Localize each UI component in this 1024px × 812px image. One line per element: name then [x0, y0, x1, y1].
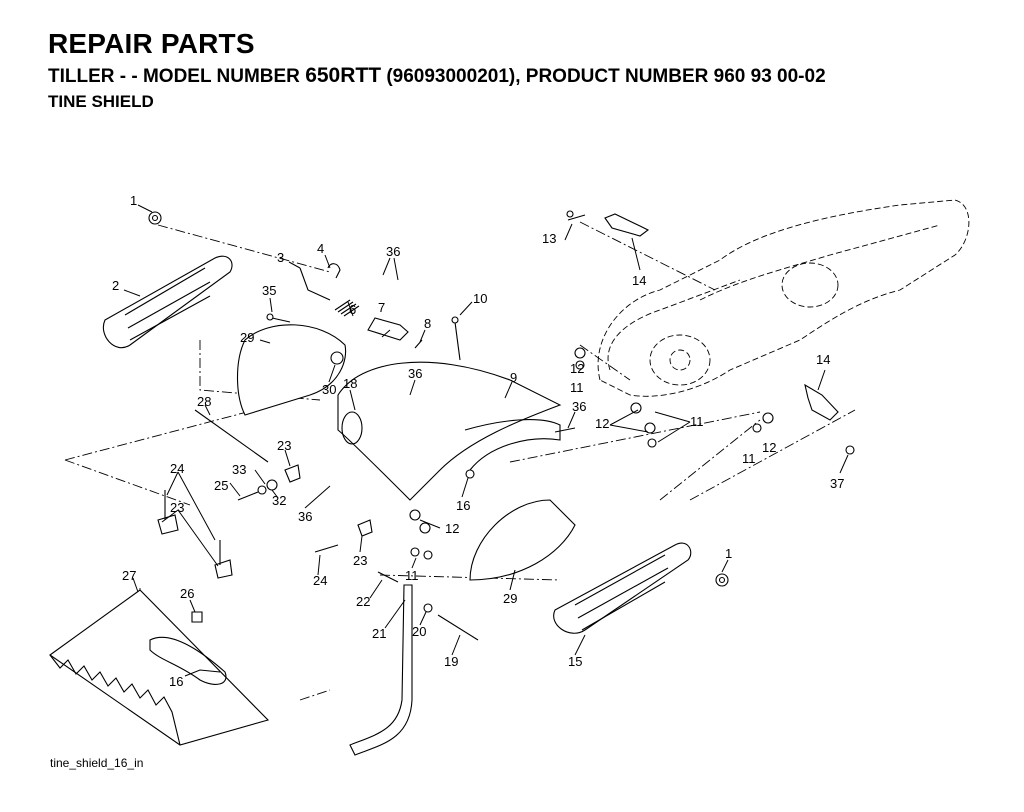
part-9-tine-shield — [337, 361, 562, 501]
part-36-bolt-right — [554, 427, 576, 433]
callout-11c: 11 — [742, 451, 756, 466]
part-21-depth-bar — [349, 584, 413, 756]
callout-19: 19 — [444, 654, 458, 669]
callout-leaders — [123, 204, 849, 677]
callout-12b: 12 — [595, 416, 609, 431]
callout-35: 35 — [262, 283, 276, 298]
callout-12c: 12 — [762, 440, 776, 455]
callout-26: 26 — [180, 586, 194, 601]
callout-24a: 24 — [170, 461, 184, 476]
callout-32: 32 — [272, 493, 286, 508]
callout-36d: 36 — [298, 509, 312, 524]
part-8-bolt — [414, 339, 423, 349]
part-7-bracket — [367, 317, 409, 341]
callout-4: 4 — [317, 241, 324, 256]
callout-30: 30 — [322, 382, 336, 397]
callout-labels: 1 2 3 4 36 6 7 8 10 35 29 30 18 36 9 36 … — [112, 193, 844, 689]
callout-23c: 23 — [353, 553, 367, 568]
part-15-footrest-right — [553, 542, 692, 634]
subtitle-prefix: TILLER - - MODEL NUMBER — [48, 66, 306, 87]
callout-9: 9 — [510, 370, 517, 385]
callout-27: 27 — [122, 568, 136, 583]
part-26-label — [191, 611, 203, 623]
part-27-tine-flap — [49, 589, 270, 746]
subtitle-suffix: (96093000201), PRODUCT NUMBER 960 93 00-… — [381, 66, 826, 87]
part-2-footrest-left — [102, 255, 233, 348]
part-1-nut-right — [715, 573, 729, 587]
callout-10: 10 — [473, 291, 487, 306]
callout-12d: 12 — [445, 521, 459, 536]
part-4-clip — [327, 263, 341, 279]
callout-1b: 1 — [725, 546, 732, 561]
page-title: REPAIR PARTS — [48, 28, 255, 59]
callout-24b: 24 — [313, 573, 327, 588]
tiller-body-phantom — [597, 199, 970, 397]
callout-21: 21 — [372, 626, 386, 641]
callout-36c: 36 — [572, 399, 586, 414]
diagram-filename: tine_shield_16_in — [50, 756, 144, 770]
callout-7: 7 — [378, 300, 385, 315]
callout-11d: 11 — [405, 568, 419, 583]
callout-29b: 29 — [503, 591, 517, 606]
callout-28: 28 — [197, 394, 211, 409]
callout-14b: 14 — [632, 273, 646, 288]
part-16-nut — [465, 469, 475, 479]
part-20-nut — [423, 603, 433, 613]
part-13-bolt — [566, 210, 586, 221]
callout-3: 3 — [277, 250, 284, 265]
part-14-bracket-right — [804, 383, 839, 421]
callout-2: 2 — [112, 278, 119, 293]
callout-1a: 1 — [130, 193, 137, 208]
callout-25: 25 — [214, 478, 228, 493]
part-37-nut — [845, 445, 855, 455]
part-6-spring — [334, 299, 360, 317]
part-12-11-washers — [409, 347, 774, 560]
callout-16b: 16 — [169, 674, 183, 689]
part-29-side-plate-right — [469, 499, 576, 581]
callout-13: 13 — [542, 231, 556, 246]
callout-15: 15 — [568, 654, 582, 669]
part-28-pin — [194, 409, 269, 463]
callout-23b: 23 — [170, 500, 184, 515]
model-number: 650RTT — [305, 64, 382, 87]
callout-16a: 16 — [456, 498, 470, 513]
callout-12a: 12 — [570, 361, 584, 376]
callout-36a: 36 — [386, 244, 400, 259]
part-24-bolts — [164, 490, 339, 565]
callout-11b: 11 — [690, 414, 704, 429]
callout-23a: 23 — [277, 438, 291, 453]
part-14-bracket-top — [604, 213, 650, 237]
part-25-32-33-fasteners — [237, 479, 278, 501]
part-19-pin — [437, 614, 479, 641]
part-29-side-plate-left — [237, 324, 347, 416]
part-3-rod — [299, 267, 331, 301]
callout-8: 8 — [424, 316, 431, 331]
callout-20: 20 — [412, 624, 426, 639]
part-35-bolt — [266, 313, 291, 323]
callout-11a: 11 — [570, 380, 584, 395]
callout-14a: 14 — [816, 352, 830, 367]
part-1-nut-left — [148, 211, 162, 225]
callout-18: 18 — [343, 376, 357, 391]
callout-37: 37 — [830, 476, 844, 491]
assembly-centerlines — [64, 221, 856, 701]
callout-6: 6 — [349, 302, 356, 317]
part-23-clips — [157, 464, 373, 579]
callout-29a: 29 — [240, 330, 254, 345]
callout-36b: 36 — [408, 366, 422, 381]
section-title: TINE SHIELD — [48, 92, 154, 111]
part-22-bolt — [377, 571, 399, 583]
callout-33: 33 — [232, 462, 246, 477]
page-subtitle: TILLER - - MODEL NUMBER 650RTT (96093000… — [48, 64, 826, 88]
part-10-bolt — [451, 316, 461, 361]
callout-22: 22 — [356, 594, 370, 609]
